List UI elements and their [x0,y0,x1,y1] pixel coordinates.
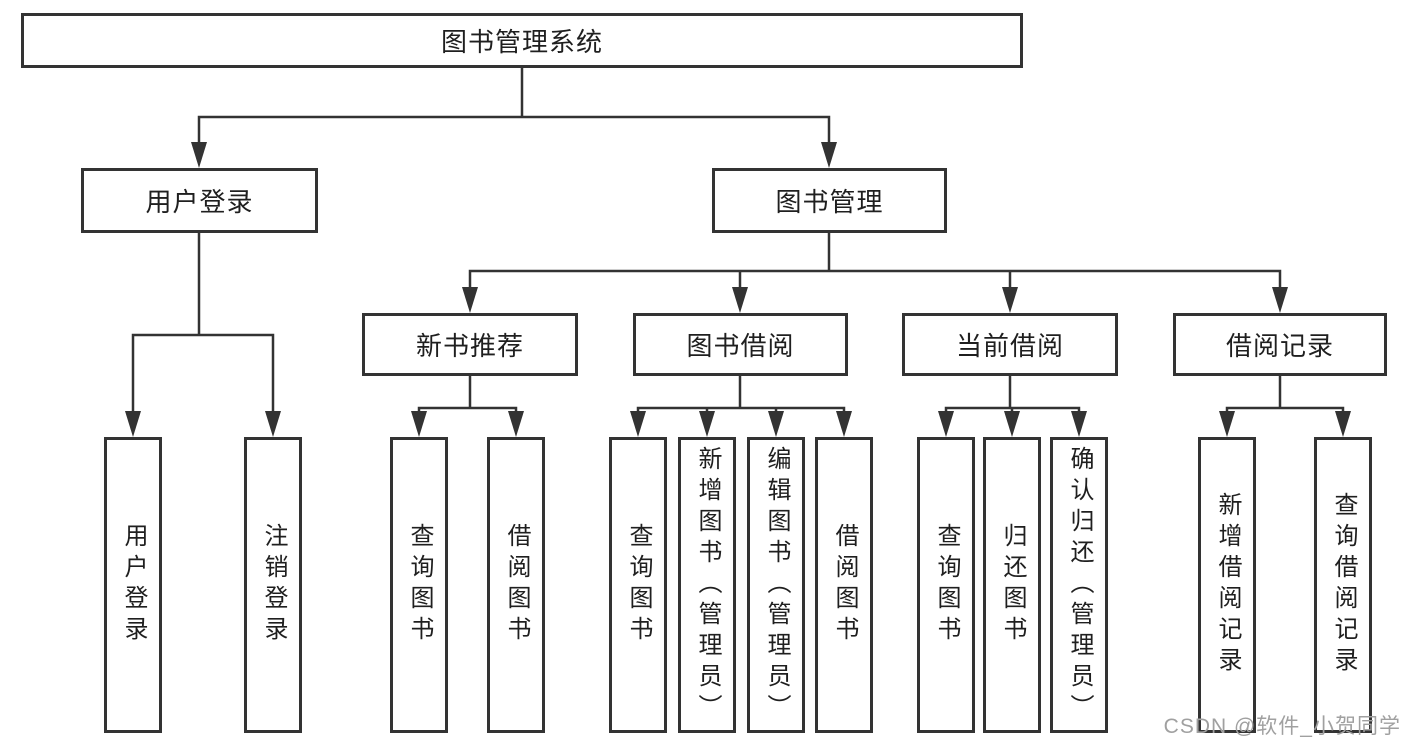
leaf-newbooks-borrow-books-label: 借阅图书 [503,523,530,647]
leaf-newbooks-borrow-books: 借阅图书 [487,437,545,733]
node-book-borrowing: 图书借阅 [633,313,848,376]
arrow-down-icon [191,142,207,168]
node-book-management: 图书管理 [712,168,947,233]
leaf-records-add-record-label: 新增借阅记录 [1214,492,1241,678]
leaf-borrowing-borrow-books-label: 借阅图书 [831,523,858,647]
leaf-newbooks-query-books: 查询图书 [390,437,448,733]
node-new-book-recommend: 新书推荐 [362,313,578,376]
arrow-down-icon [1272,287,1288,313]
arrow-down-icon [630,411,646,437]
arrow-down-icon [462,287,478,313]
arrow-down-icon [508,411,524,437]
leaf-current-confirm-return-admin-label: 确认归还（管理员） [1066,445,1093,725]
leaf-logout-label: 注销登录 [260,523,287,647]
arrow-down-icon [1219,411,1235,437]
leaf-borrowing-query-books-label: 查询图书 [625,523,652,647]
arrow-down-icon [699,411,715,437]
node-user-login-label: 用户登录 [145,187,254,217]
arrow-down-icon [768,411,784,437]
node-borrow-records-label: 借阅记录 [1225,331,1334,361]
leaf-borrowing-edit-books-admin-label: 编辑图书（管理员） [763,445,790,725]
leaf-records-query-record: 查询借阅记录 [1314,437,1372,733]
arrow-down-icon [836,411,852,437]
arrow-down-icon [125,411,141,437]
leaf-borrowing-add-books-admin-label: 新增图书（管理员） [694,445,721,725]
node-book-borrowing-label: 图书借阅 [686,331,795,361]
arrow-down-icon [821,142,837,168]
arrow-down-icon [938,411,954,437]
leaf-newbooks-query-books-label: 查询图书 [406,523,433,647]
leaf-current-return-books-label: 归还图书 [999,523,1026,647]
leaf-current-query-books-label: 查询图书 [933,523,960,647]
leaf-borrowing-edit-books-admin: 编辑图书（管理员） [747,437,805,733]
arrowheads [125,142,1351,437]
arrow-down-icon [732,287,748,313]
leaf-user-login-label: 用户登录 [120,523,147,647]
arrow-down-icon [1071,411,1087,437]
watermark: CSDN @软件_小贺同学 [1163,715,1401,738]
arrow-down-icon [1004,411,1020,437]
arrow-down-icon [1002,287,1018,313]
leaf-current-confirm-return-admin: 确认归还（管理员） [1050,437,1108,733]
node-root-label: 图书管理系统 [440,27,603,57]
leaf-records-add-record: 新增借阅记录 [1198,437,1256,733]
node-root: 图书管理系统 [21,13,1023,68]
leaf-user-login: 用户登录 [104,437,162,733]
arrow-down-icon [265,411,281,437]
leaf-current-query-books: 查询图书 [917,437,975,733]
arrow-down-icon [411,411,427,437]
node-borrow-records: 借阅记录 [1173,313,1387,376]
arrow-down-icon [1335,411,1351,437]
leaf-borrowing-query-books: 查询图书 [609,437,667,733]
leaf-current-return-books: 归还图书 [983,437,1041,733]
leaf-borrowing-borrow-books: 借阅图书 [815,437,873,733]
leaf-borrowing-add-books-admin: 新增图书（管理员） [678,437,736,733]
connector-paths [131,66,1345,417]
node-current-borrowing: 当前借阅 [902,313,1118,376]
node-new-book-recommend-label: 新书推荐 [415,331,524,361]
leaf-logout: 注销登录 [244,437,302,733]
node-book-management-label: 图书管理 [775,187,884,217]
node-user-login: 用户登录 [81,168,318,233]
node-current-borrowing-label: 当前借阅 [955,331,1064,361]
leaf-records-query-record-label: 查询借阅记录 [1330,492,1357,678]
